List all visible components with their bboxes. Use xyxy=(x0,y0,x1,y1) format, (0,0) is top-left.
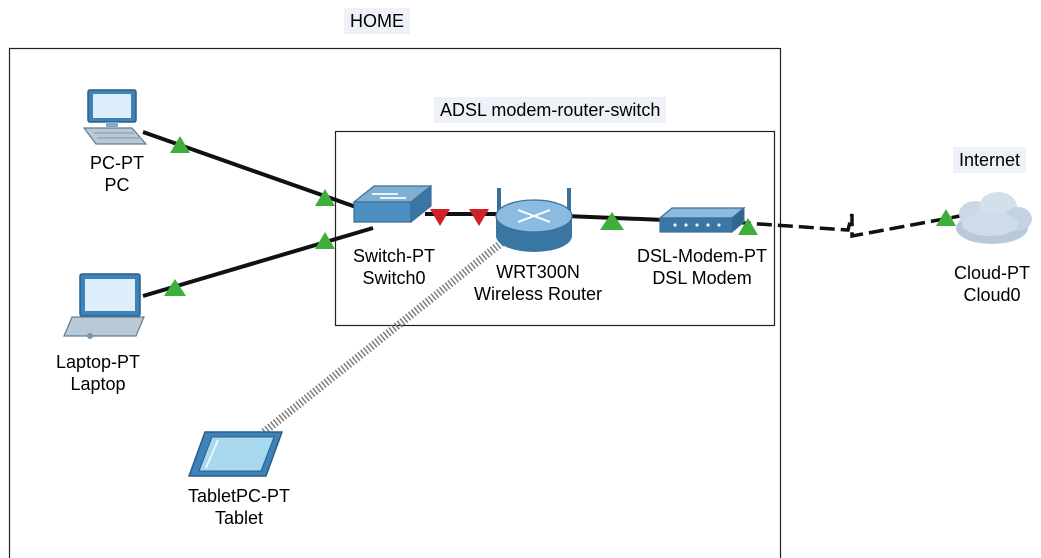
desktop-pc-icon[interactable] xyxy=(82,89,148,145)
link-up-marker xyxy=(936,209,956,226)
device-model: Cloud-PT xyxy=(953,263,1031,283)
link-down-marker xyxy=(469,209,489,226)
device-name: Cloud0 xyxy=(963,285,1021,305)
link-down-marker xyxy=(430,209,450,226)
device-name: Wireless Router xyxy=(473,284,603,304)
modem-label: DSL-Modem-PT DSL Modem xyxy=(620,245,784,289)
adsl-area-box xyxy=(334,130,776,327)
device-name: Switch0 xyxy=(362,268,426,288)
tablet-label: TabletPC-PT Tablet xyxy=(174,485,304,529)
cloud-label: Cloud-PT Cloud0 xyxy=(944,262,1040,306)
device-model: Switch-PT xyxy=(352,246,435,266)
home-area-label: HOME xyxy=(344,8,410,34)
device-model: DSL-Modem-PT xyxy=(636,246,768,266)
device-model: Laptop-PT xyxy=(55,352,141,372)
link-laptop-switch[interactable] xyxy=(142,226,374,298)
internet-area-label: Internet xyxy=(953,147,1027,173)
wireless-router-icon[interactable] xyxy=(495,188,573,252)
device-name: DSL Modem xyxy=(652,268,752,288)
link-modem-cloud-phone[interactable] xyxy=(714,213,961,239)
link-up-marker xyxy=(315,232,335,249)
device-name: PC xyxy=(104,175,130,195)
tablet-icon[interactable] xyxy=(187,431,284,477)
device-name: Laptop xyxy=(70,374,126,394)
dsl-modem-icon[interactable] xyxy=(658,206,746,234)
link-up-marker xyxy=(315,189,335,206)
pc-label: PC-PT PC xyxy=(76,152,158,196)
link-up-marker xyxy=(600,212,624,230)
switch-label: Switch-PT Switch0 xyxy=(338,245,450,289)
laptop-label: Laptop-PT Laptop xyxy=(42,351,154,395)
device-model: WRT300N xyxy=(496,262,580,282)
router-label: WRT300N Wireless Router xyxy=(458,261,618,305)
link-up-marker xyxy=(738,218,758,235)
laptop-icon[interactable] xyxy=(63,273,145,339)
link-up-marker xyxy=(170,136,190,153)
cloud-icon[interactable] xyxy=(956,192,1032,244)
adsl-area-label: ADSL modem-router-switch xyxy=(434,97,667,123)
wireless-link-tablet-router xyxy=(261,236,508,436)
home-area-box xyxy=(8,47,782,558)
device-model: TabletPC-PT xyxy=(187,486,291,506)
link-up-marker xyxy=(164,279,186,296)
device-model: PC-PT xyxy=(90,153,144,173)
device-name: Tablet xyxy=(214,508,264,528)
switch-icon[interactable] xyxy=(352,184,433,224)
